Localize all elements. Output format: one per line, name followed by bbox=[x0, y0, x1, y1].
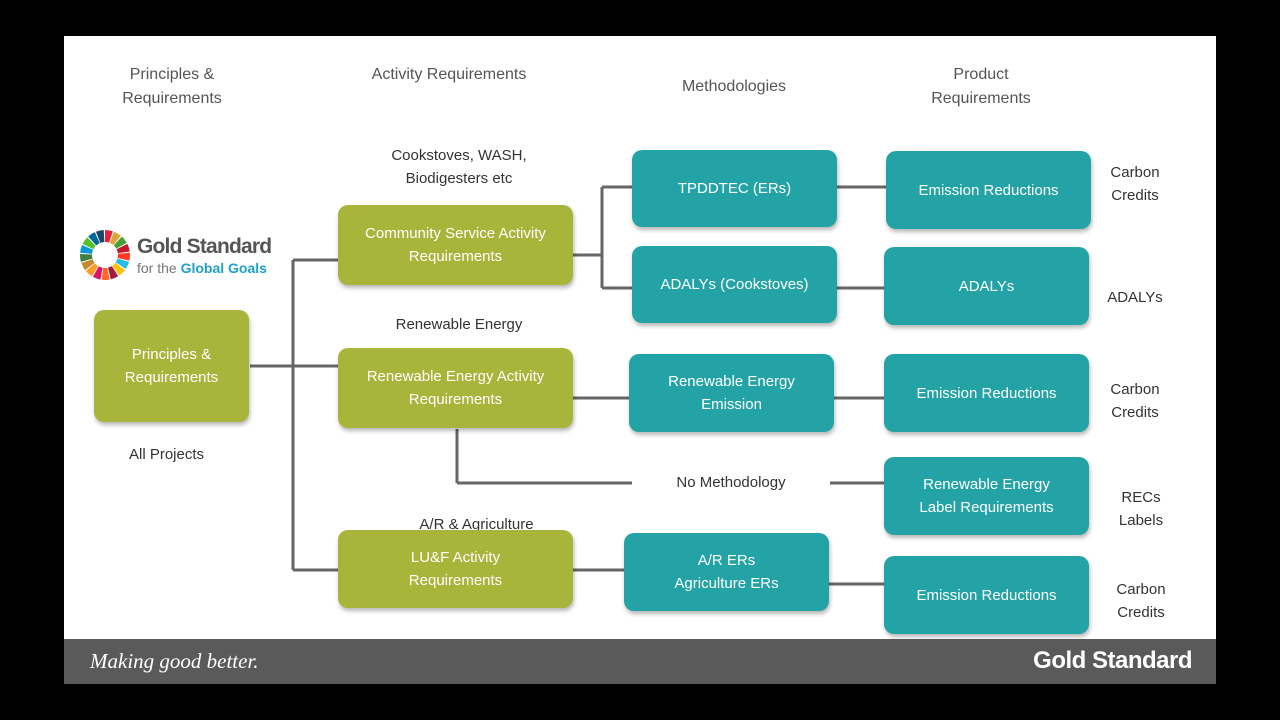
logo-title: Gold Standard bbox=[137, 235, 272, 258]
gold-standard-logo: Gold Standard for the Global Goals bbox=[79, 229, 289, 285]
principles-requirements-box: Principles & Requirements bbox=[94, 310, 249, 422]
header-methodologies: Methodologies bbox=[681, 78, 787, 95]
product-adalys: ADALYs bbox=[884, 247, 1089, 325]
renewable-energy-emission-box: Renewable Energy Emission bbox=[629, 354, 834, 432]
ar-agriculture-note: A/R & Agriculture bbox=[419, 516, 534, 533]
community-service-box: Community Service Activity Requirements bbox=[338, 205, 573, 285]
output-carbon-credits-2: Carbon Credits bbox=[1110, 381, 1160, 421]
footer-tagline: Making good better. bbox=[90, 649, 259, 673]
product-emission-reductions-2: Emission Reductions bbox=[884, 354, 1089, 432]
header-product: Product Requirements bbox=[931, 66, 1031, 107]
logo-subtitle-prefix: for the bbox=[137, 260, 181, 276]
ar-agriculture-ers-box: A/R ERs Agriculture ERs bbox=[624, 533, 829, 611]
logo-subtitle-highlight: Global Goals bbox=[180, 260, 267, 276]
renewable-energy-activity-box: Renewable Energy Activity Requirements bbox=[338, 348, 573, 428]
footer-brand: Gold Standard bbox=[1033, 647, 1192, 674]
header-principles: Principles & Requirements bbox=[122, 66, 222, 107]
product-re-label-requirements: Renewable Energy Label Requirements bbox=[884, 457, 1089, 535]
logo-subtitle: for the Global Goals bbox=[137, 259, 267, 277]
product-emission-reductions-3: Emission Reductions bbox=[884, 556, 1089, 634]
sdg-wheel-icon bbox=[80, 230, 130, 280]
community-note: Cookstoves, WASH, Biodigesters etc bbox=[391, 147, 527, 187]
slide: Principles & Requirements Activity Requi… bbox=[64, 36, 1216, 684]
luf-activity-box: LU&F Activity Requirements bbox=[338, 530, 573, 608]
header-activity: Activity Requirements bbox=[371, 66, 527, 83]
output-carbon-credits-3: Carbon Credits bbox=[1116, 581, 1166, 621]
product-emission-reductions-1: Emission Reductions bbox=[886, 151, 1091, 229]
footer-bar: Making good better. Gold Standard bbox=[64, 639, 1216, 684]
adalys-cookstoves-box: ADALYs (Cookstoves) bbox=[632, 246, 837, 323]
renewable-note: Renewable Energy bbox=[395, 316, 523, 333]
no-methodology-label: No Methodology bbox=[632, 471, 830, 494]
all-projects-note: All Projects bbox=[128, 446, 205, 463]
output-adalys: ADALYs bbox=[1107, 289, 1163, 306]
output-recs-labels: RECs Labels bbox=[1118, 489, 1164, 529]
connector-lines bbox=[250, 185, 887, 586]
tpddtec-box: TPDDTEC (ERs) bbox=[632, 150, 837, 227]
output-carbon-credits-1: Carbon Credits bbox=[1110, 164, 1160, 204]
